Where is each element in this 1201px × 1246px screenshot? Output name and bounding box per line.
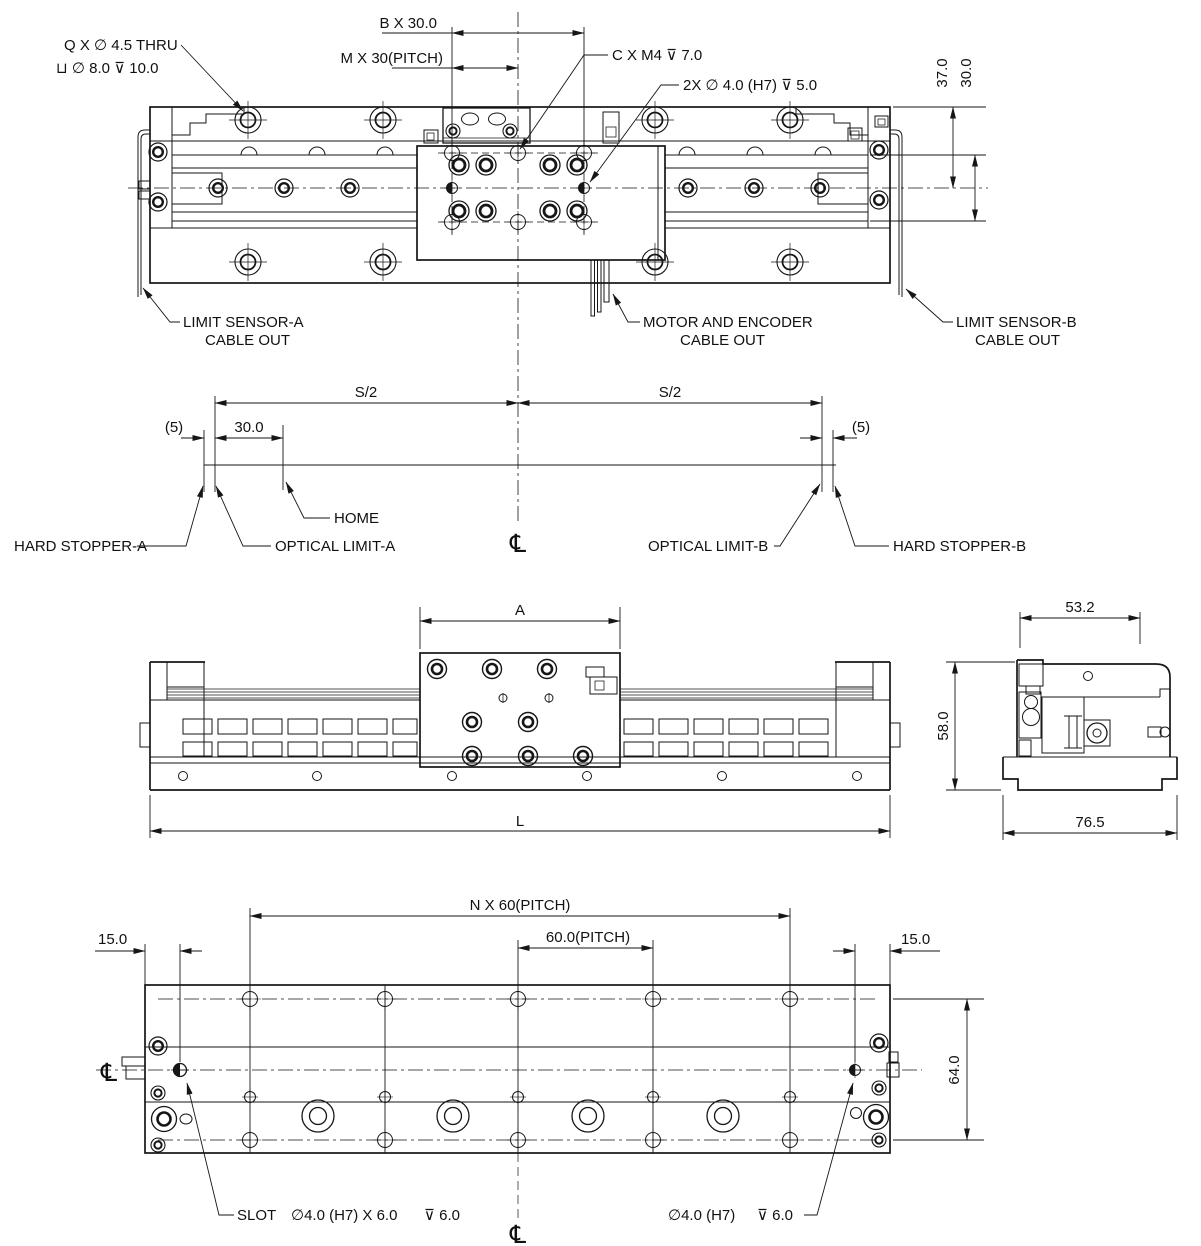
front-view-dimensions: A L xyxy=(149,602,891,838)
dim-label-s2-left: S/2 xyxy=(355,384,378,401)
dim-label-37: 37.0 xyxy=(934,58,951,87)
label-limit-sensor-b: LIMIT SENSOR-B xyxy=(956,314,1077,331)
callout-counterbore-line2: ⊔ ∅ 8.0 ⊽ 10.0 xyxy=(56,60,158,77)
bottom-view-callouts: SLOT ∅4.0 (H7) X 6.0 ⊽ 6.0 ∅4.0 (H7) ⊽ 6… xyxy=(100,1059,854,1246)
dim-label-53-2: 53.2 xyxy=(1065,599,1094,616)
dim-label-15-left: 15.0 xyxy=(98,931,127,948)
bottom-view-dimensions: N X 60(PITCH) 60.0(PITCH) 15.0 15.0 64.0 xyxy=(95,897,984,1141)
dim-label-l: L xyxy=(516,813,524,830)
callout-dowel-holes: 2X ∅ 4.0 (H7) ⊽ 5.0 xyxy=(683,77,817,94)
label-hard-stopper-a: HARD STOPPER-A xyxy=(14,538,147,555)
dim-label-30-right: 30.0 xyxy=(958,58,975,87)
front-view-outline xyxy=(139,661,901,791)
dim-label-a: A xyxy=(515,602,525,619)
label-home: HOME xyxy=(334,510,379,527)
label-motor-encoder: MOTOR AND ENCODER xyxy=(643,314,813,331)
centerline-symbol-top: ℄ xyxy=(509,530,526,558)
front-view-carriage xyxy=(419,652,621,768)
dim-label-30-travel: 30.0 xyxy=(234,419,263,436)
bottom-view: N X 60(PITCH) 60.0(PITCH) 15.0 15.0 64.0… xyxy=(95,897,984,1246)
dim-label-s2-right: S/2 xyxy=(659,384,682,401)
label-limit-sensor-b-cable: CABLE OUT xyxy=(975,332,1060,349)
rail-lines xyxy=(167,688,873,699)
callout-slot-depth: ⊽ 6.0 xyxy=(424,1207,460,1224)
callout-dowel-depth: ⊽ 6.0 xyxy=(757,1207,793,1224)
bottom-view-end-hardware xyxy=(121,1032,900,1153)
callout-dowel-spec: ∅4.0 (H7) xyxy=(668,1207,735,1224)
label-hard-stopper-b: HARD STOPPER-B xyxy=(893,538,1026,555)
centerline-symbol-bottom: ℄ xyxy=(509,1221,526,1246)
side-view-pulley xyxy=(1064,715,1111,749)
dim-label-58: 58.0 xyxy=(935,711,952,740)
label-limit-sensor-a: LIMIT SENSOR-A xyxy=(183,314,304,331)
side-view-dimensions: 53.2 58.0 76.5 xyxy=(935,599,1178,840)
label-optical-limit-a: OPTICAL LIMIT-A xyxy=(275,538,395,555)
vent-slots xyxy=(182,718,829,757)
top-view-centerlines xyxy=(128,12,988,524)
side-view: 53.2 58.0 76.5 xyxy=(935,599,1178,840)
dim-label-m-pitch: M X 30(PITCH) xyxy=(340,50,443,67)
dim-label-5-right: (5) xyxy=(852,419,870,436)
top-view: B X 30.0 M X 30(PITCH) Q X ∅ 4.5 THRU ⊔ … xyxy=(56,12,1077,524)
front-view: A L xyxy=(139,602,901,838)
label-limit-sensor-a-cable: CABLE OUT xyxy=(205,332,290,349)
label-motor-encoder-cable: CABLE OUT xyxy=(680,332,765,349)
base-holes xyxy=(178,771,862,781)
callout-slot-word: SLOT xyxy=(237,1207,276,1224)
dim-label-64: 64.0 xyxy=(946,1055,963,1084)
cable-guides xyxy=(137,129,903,297)
dim-label-b-pitch: B X 30.0 xyxy=(379,15,437,32)
travel-diagram: S/2 S/2 (5) 30.0 (5) HARD STOPPER-A OPTI… xyxy=(14,384,1026,558)
dim-label-n-pitch: N X 60(PITCH) xyxy=(470,897,571,914)
slot-feature xyxy=(171,1062,189,1078)
side-view-outline xyxy=(1002,659,1178,791)
carriage-connector xyxy=(585,666,618,695)
callout-tap-holes: C X M4 ⊽ 7.0 xyxy=(612,47,702,64)
top-view-leader-labels: LIMIT SENSOR-A CABLE OUT MOTOR AND ENCOD… xyxy=(142,287,1077,349)
motor-cables xyxy=(590,259,610,317)
callout-slot-spec: ∅4.0 (H7) X 6.0 xyxy=(291,1207,397,1224)
top-view-outline xyxy=(138,106,891,284)
dim-label-60-pitch: 60.0(PITCH) xyxy=(546,929,630,946)
centerline-symbol-left: ℄ xyxy=(100,1059,117,1087)
dim-label-5-left: (5) xyxy=(165,419,183,436)
label-optical-limit-b: OPTICAL LIMIT-B xyxy=(648,538,768,555)
dim-label-76-5: 76.5 xyxy=(1075,814,1104,831)
callout-counterbore-line1: Q X ∅ 4.5 THRU xyxy=(64,37,178,54)
top-view-carriage xyxy=(416,107,666,317)
dim-label-15-right: 15.0 xyxy=(901,931,930,948)
top-view-dimensions: B X 30.0 M X 30(PITCH) Q X ∅ 4.5 THRU ⊔ … xyxy=(56,15,986,222)
